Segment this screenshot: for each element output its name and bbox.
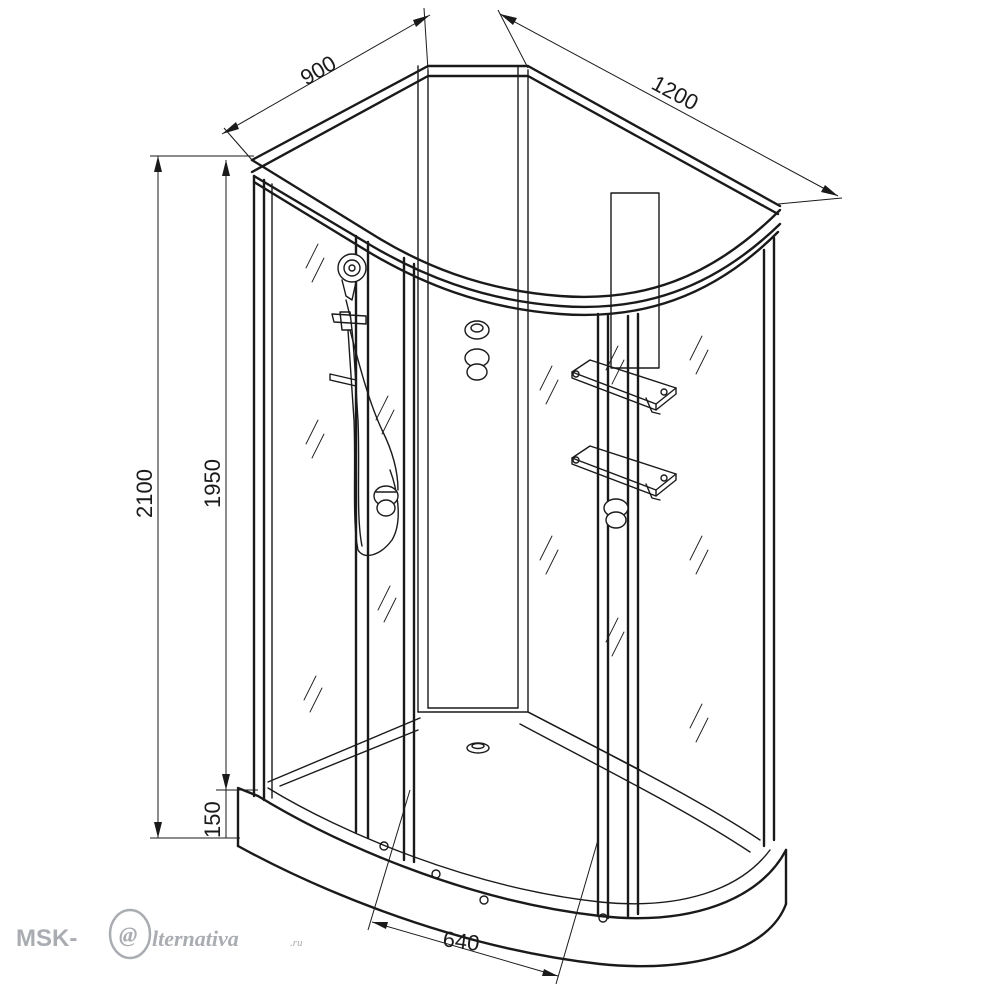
glass-reflections [303,243,709,743]
dim-label-900: 900 [296,50,340,90]
dimension-1950: 1950 [200,160,230,790]
left-frame [252,174,416,864]
shower-head-icon [329,253,399,557]
dim-label-150: 150 [200,801,225,838]
knob-left-icon [373,485,399,517]
dim-label-1950: 1950 [200,459,225,508]
watermark-logo: MSK- @ lternativa .ru [16,908,303,960]
dimension-2100: 2100 [132,155,254,839]
knob-right-icon [603,498,629,529]
knob-center-bottom-icon [464,348,490,381]
back-wall [417,65,660,771]
dimension-1200: 1200 [497,9,843,205]
watermark-suffix: lternativa [152,926,239,951]
right-frame [596,236,776,920]
watermark-at: @ [119,922,137,947]
shelf-lower-icon [571,445,677,501]
watermark-prefix: MSK- [16,925,77,952]
shelf-upper-icon [571,359,677,415]
top-frame [250,64,782,317]
dim-label-2100: 2100 [132,469,157,518]
shower-tray [236,711,788,968]
dimension-150: 150 [200,789,258,838]
dimension-900: 900 [221,7,431,161]
dimension-640: 640 [367,789,599,985]
watermark-tld: .ru [290,937,303,949]
knob-center-top-icon [464,320,490,340]
